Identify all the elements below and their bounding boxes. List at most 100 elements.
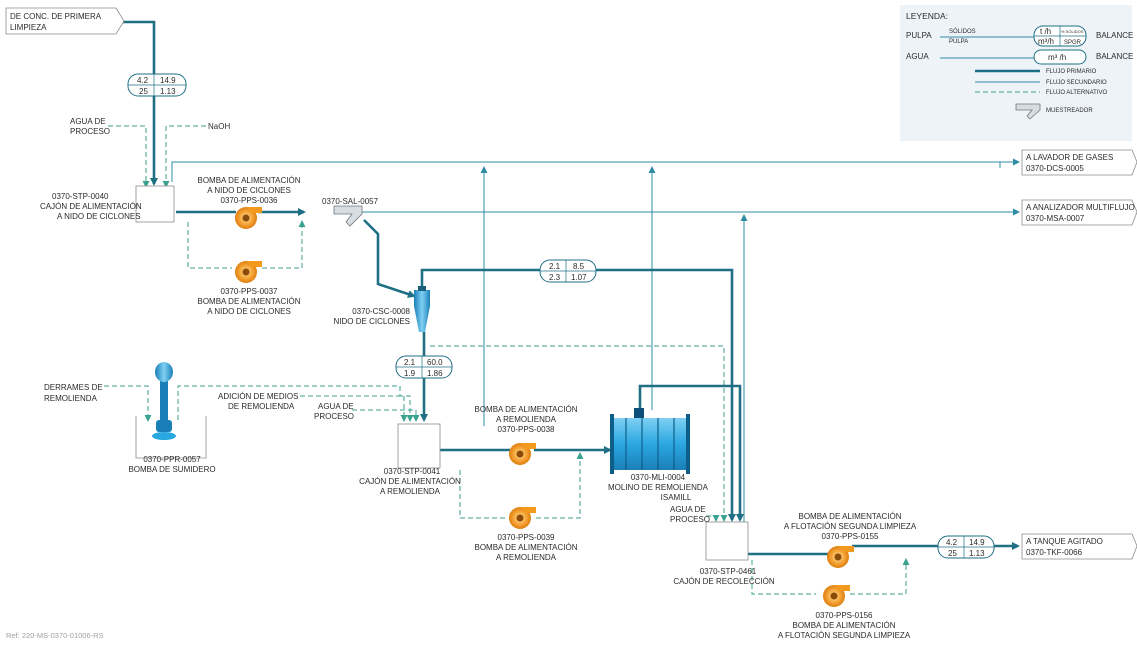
pps0038-tag: 0370-PPS-0038 bbox=[498, 425, 555, 434]
mli0004-desc1: MOLINO DE REMOLIENDA bbox=[608, 483, 709, 492]
mli0004-tag: 0370-MLI-0004 bbox=[631, 473, 686, 482]
agua-proceso-1-l1: AGUA DE bbox=[70, 117, 106, 126]
pump-pps0038-icon[interactable] bbox=[509, 443, 536, 465]
pps0036-desc1: BOMBA DE ALIMENTACIÓN bbox=[198, 176, 301, 185]
pump-pps0037-icon[interactable] bbox=[235, 261, 262, 283]
sal0057-tag: 0370-SAL-0057 bbox=[322, 197, 379, 206]
adicion-l1: ADICIÓN DE MEDIOS bbox=[218, 392, 298, 401]
pump-pps0039-icon[interactable] bbox=[509, 507, 536, 529]
pps0037-tag: 0370-PPS-0037 bbox=[221, 287, 278, 296]
agua-proceso-2-l1: AGUA DE bbox=[318, 402, 354, 411]
mill-isamill-icon[interactable] bbox=[610, 408, 690, 474]
stp0040-tag: 0370-STP-0040 bbox=[52, 192, 109, 201]
legend-flujo-secundario: FLUJO SECUNDARIO bbox=[1046, 80, 1107, 86]
pump-pps0156-icon[interactable] bbox=[823, 585, 850, 607]
legend-m3h-agua: m³ /h bbox=[1048, 53, 1066, 62]
line-pps0039-suction bbox=[459, 470, 506, 519]
legend-m3h: m³/h bbox=[1038, 37, 1054, 46]
line-mill-discharge bbox=[638, 384, 744, 522]
csc0008-tag: 0370-CSC-0008 bbox=[352, 307, 410, 316]
legend-flujo-primario: FLUJO PRIMARIO bbox=[1046, 69, 1097, 75]
pps0155-desc1: BOMBA DE ALIMENTACIÓN bbox=[799, 512, 902, 521]
tag-from-primera[interactable]: DE CONC. DE PRIMERA LIMPIEZA bbox=[5, 7, 125, 35]
b1-pct: 14.9 bbox=[160, 76, 176, 85]
balance-b4: 4.2 14.9 25 1.13 bbox=[937, 535, 995, 559]
adicion-l2: DE REMOLIENDA bbox=[228, 402, 295, 411]
pps0038-desc2: A REMOLIENDA bbox=[496, 415, 557, 424]
naoh-label: NaOH bbox=[208, 122, 230, 131]
b1-tph: 4.2 bbox=[137, 76, 149, 85]
analizador-l1: A ANALIZADOR MULTIFLUJO bbox=[1026, 203, 1135, 212]
pps0156-desc2: A FLOTACIÓN SEGUNDA LIMPIEZA bbox=[778, 631, 911, 640]
b4-m3h: 25 bbox=[948, 549, 957, 558]
line-adicion-medios bbox=[300, 395, 408, 422]
agua-proceso-3-l2: PROCESO bbox=[670, 515, 710, 524]
pps0155-tag: 0370-PPS-0155 bbox=[822, 532, 879, 541]
balance-b1: 4.2 14.9 25 1.13 bbox=[127, 73, 187, 97]
legend-pulpa-small: PULPA bbox=[949, 39, 968, 45]
csc0008-desc: NIDO DE CICLONES bbox=[334, 317, 410, 326]
legend-spgr: SPGR bbox=[1064, 40, 1082, 46]
stp0461-desc: CAJÓN DE RECOLECCIÓN bbox=[673, 577, 775, 586]
stp0461-tag: 0370-STP-0461 bbox=[700, 567, 757, 576]
b4-tph: 4.2 bbox=[946, 538, 958, 547]
stp0041-desc1: CAJÓN DE ALIMENTACIÓN bbox=[359, 477, 461, 486]
stp0040-box[interactable] bbox=[135, 185, 175, 223]
legend-pct-solidos: % SÓLIDOS bbox=[1061, 29, 1084, 34]
line-sampler-to-cyclone bbox=[363, 219, 416, 298]
pps0037-desc1: BOMBA DE ALIMENTACIÓN bbox=[198, 297, 301, 306]
ppr0057-sump[interactable] bbox=[135, 362, 207, 459]
line-pps0037-discharge bbox=[262, 220, 306, 269]
line-feed-primera bbox=[120, 20, 158, 186]
b4-spgr: 1.13 bbox=[969, 549, 985, 558]
tag-to-analizador[interactable]: A ANALIZADOR MULTIFLUJO 0370-MSA-0007 bbox=[1021, 199, 1137, 226]
legend-title: LEYENDA: bbox=[906, 11, 948, 21]
b3-tph: 2.1 bbox=[404, 358, 416, 367]
tanque-l1: A TANQUE AGITADO bbox=[1026, 537, 1103, 546]
pump-pps0036-icon[interactable] bbox=[235, 207, 262, 229]
sampler-sal0057-icon[interactable] bbox=[333, 205, 363, 227]
pps0039-desc2: A REMOLIENDA bbox=[496, 553, 557, 562]
pps0156-tag: 0370-PPS-0156 bbox=[816, 611, 873, 620]
line-cyclone-bypass bbox=[430, 345, 728, 522]
legend-pulpa: PULPA bbox=[906, 31, 932, 40]
stp0461-box[interactable] bbox=[705, 521, 749, 561]
pps0039-tag: 0370-PPS-0039 bbox=[498, 533, 555, 542]
derrames-l2: REMOLIENDA bbox=[44, 394, 98, 403]
ppr0057-tag: 0370-PPR-0057 bbox=[143, 455, 201, 464]
stp0041-desc2: A REMOLIENDA bbox=[380, 487, 441, 496]
stp0041-box[interactable] bbox=[397, 423, 441, 469]
reference-number: Ref: 220-MS-0370-01006-RS bbox=[6, 631, 104, 640]
line-pps0156-suction bbox=[751, 560, 816, 595]
pps0037-desc2: A NIDO DE CICLONES bbox=[207, 307, 291, 316]
pump-pps0155-icon[interactable] bbox=[827, 546, 854, 568]
b2-tph: 2.1 bbox=[549, 262, 561, 271]
b3-m3h: 1.9 bbox=[404, 369, 416, 378]
line-to-lavador bbox=[171, 158, 1020, 182]
mli0004-desc2: ISAMILL bbox=[661, 493, 692, 502]
legend-flujo-alternativo: FLUJO ALTERNATIVO bbox=[1046, 90, 1107, 96]
line-sumidero-discharge bbox=[177, 385, 414, 422]
pps0036-tag: 0370-PPS-0036 bbox=[221, 196, 278, 205]
b4-pct: 14.9 bbox=[969, 538, 985, 547]
stp0040-desc1: CAJÓN DE ALIMENTACIÓN bbox=[40, 202, 142, 211]
tag-to-tanque[interactable]: A TANQUE AGITADO 0370-TKF-0066 bbox=[1021, 533, 1137, 560]
legend-muestreador: MUESTREADOR bbox=[1046, 108, 1093, 114]
cyclone-csc0008-icon[interactable] bbox=[414, 286, 430, 332]
pps0038-desc1: BOMBA DE ALIMENTACIÓN bbox=[475, 405, 578, 414]
b3-spgr: 1.86 bbox=[427, 369, 443, 378]
legend-th: t /h bbox=[1040, 27, 1051, 36]
b1-m3h: 25 bbox=[139, 87, 148, 96]
legend-solidos: SÓLIDOS bbox=[949, 28, 976, 35]
tag-to-lavador[interactable]: A LAVADOR DE GASES 0370-DCS-0005 bbox=[1021, 149, 1137, 176]
stp0040-desc2: A NIDO DE CICLONES bbox=[57, 212, 141, 221]
from-primera-l2: LIMPIEZA bbox=[10, 23, 47, 32]
line-pps0037-suction bbox=[187, 222, 232, 269]
line-agua-proceso-2 bbox=[352, 409, 420, 422]
line-agua-proceso-1 bbox=[108, 125, 150, 188]
tanque-l2: 0370-TKF-0066 bbox=[1026, 548, 1083, 557]
b3-pct: 60.0 bbox=[427, 358, 443, 367]
pps0155-desc2: A FLOTACIÓN SEGUNDA LIMPIEZA bbox=[784, 522, 917, 531]
analizador-l2: 0370-MSA-0007 bbox=[1026, 214, 1085, 223]
derrames-l1: DERRAMES DE bbox=[44, 383, 103, 392]
